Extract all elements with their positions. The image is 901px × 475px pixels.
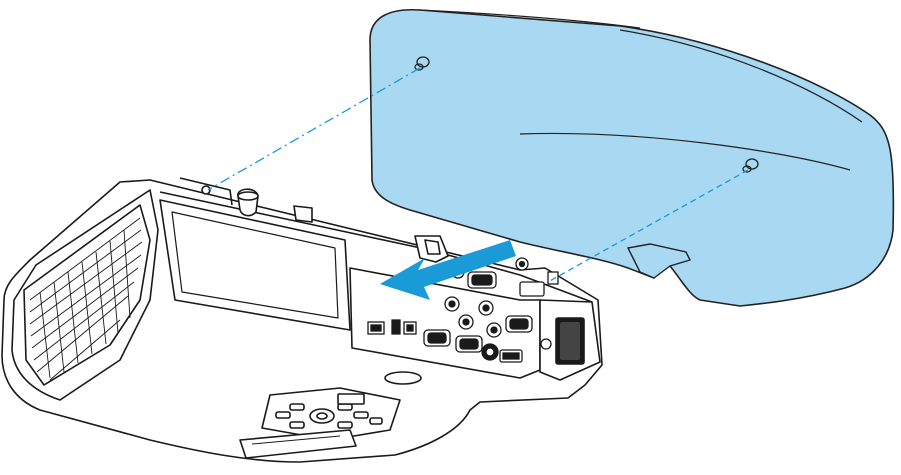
screw-guide-left xyxy=(207,67,421,191)
usb-port-a xyxy=(391,319,401,335)
cover-notch xyxy=(626,243,691,279)
lamp-cover-inner xyxy=(171,211,339,319)
left-screw-hole xyxy=(201,185,211,195)
cable-cover xyxy=(369,8,895,307)
rear-foot-small xyxy=(293,205,313,223)
cover-shell xyxy=(369,8,895,307)
screw-guides xyxy=(207,67,749,283)
arrow-down-left-icon xyxy=(380,240,516,300)
projector-body xyxy=(1,177,603,463)
vent-grille xyxy=(23,204,151,386)
front-face xyxy=(11,189,159,401)
lamp-cover xyxy=(159,199,351,331)
control-panel xyxy=(261,387,401,441)
slide-arrow xyxy=(380,240,516,300)
cover-screw-right xyxy=(742,158,759,173)
screw-guide-right xyxy=(547,169,749,283)
vent-grille-lines xyxy=(29,217,143,381)
control-display xyxy=(337,393,365,405)
left-corner-bracket xyxy=(179,177,233,206)
cover-screw-left xyxy=(414,56,430,71)
control-button xyxy=(289,403,305,411)
cover-crease xyxy=(519,132,851,171)
connector-ports xyxy=(367,257,559,363)
cover-ridge xyxy=(619,29,863,123)
